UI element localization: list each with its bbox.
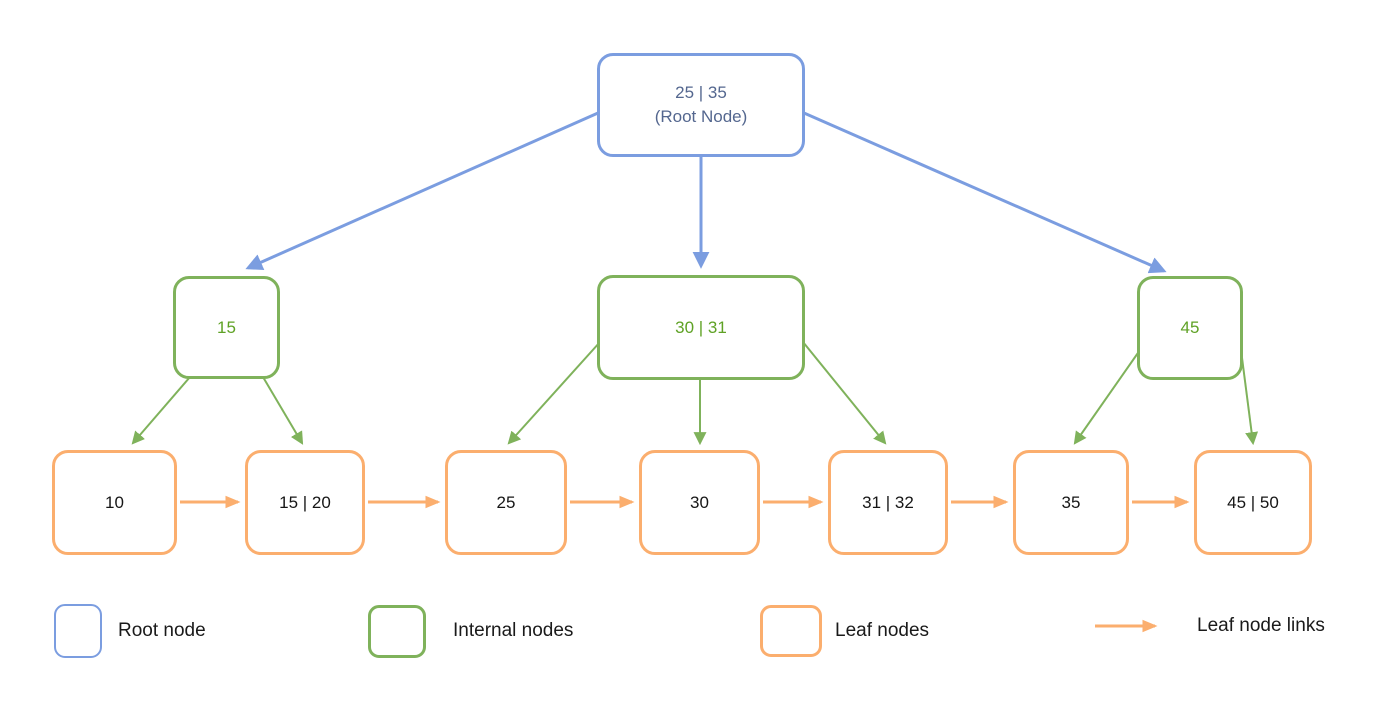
leaf-node-35: 35	[1013, 450, 1129, 555]
internal-node-45: 45	[1137, 276, 1243, 380]
internal-node-30-31: 30 | 31	[597, 275, 805, 380]
leaf-node-45-50: 45 | 50	[1194, 450, 1312, 555]
leaf-node-15-20: 15 | 20	[245, 450, 365, 555]
leaf-node-10: 10	[52, 450, 177, 555]
legend-root-label: Root node	[118, 620, 206, 641]
leaf-node-35-label: 35	[1061, 492, 1081, 512]
legend-internal-label: Internal nodes	[453, 620, 574, 641]
leaf-node-25-label: 25	[496, 492, 516, 512]
legend-links-label: Leaf node links	[1197, 615, 1325, 636]
edge-root-to-internal-15	[245, 111, 599, 271]
root-node: 25 | 35 (Root Node)	[597, 53, 805, 157]
internal-node-15: 15	[173, 276, 280, 379]
leaf-node-30-label: 30	[690, 492, 709, 512]
legend-root-swatch	[54, 604, 102, 658]
internal-node-30-31-label: 30 | 31	[675, 317, 727, 337]
edge-root-to-internal-45	[803, 111, 1167, 274]
legend-internal-swatch	[368, 605, 426, 658]
edge-internal30-31-to-leaf-31-32	[802, 341, 887, 445]
leaf-node-31-32-label: 31 | 32	[862, 492, 914, 512]
leaf-node-31-32: 31 | 32	[828, 450, 948, 555]
edge-internal45-to-leaf-35	[1073, 349, 1141, 445]
internal-node-45-label: 45	[1180, 318, 1200, 337]
edge-internal15-to-leaf-15-20	[262, 376, 304, 445]
root-node-keys: 25 | 35	[675, 83, 727, 102]
leaf-node-45-50-label: 45 | 50	[1227, 492, 1279, 512]
legend-leaf-swatch	[760, 605, 822, 657]
edge-internal45-to-leaf-45-50	[1240, 349, 1259, 446]
legend-leaf-label: Leaf nodes	[835, 620, 930, 641]
leaf-node-10-label: 10	[105, 492, 124, 512]
root-node-caption: (Root Node)	[654, 107, 748, 126]
edge-internal30-31-to-leaf-25	[507, 341, 601, 445]
leaf-node-30: 30	[639, 450, 760, 555]
leaf-node-25: 25	[445, 450, 567, 555]
edge-internal15-to-leaf-10	[131, 376, 191, 445]
internal-node-15-label: 15	[217, 317, 236, 337]
leaf-node-15-20-label: 15 | 20	[279, 492, 331, 512]
